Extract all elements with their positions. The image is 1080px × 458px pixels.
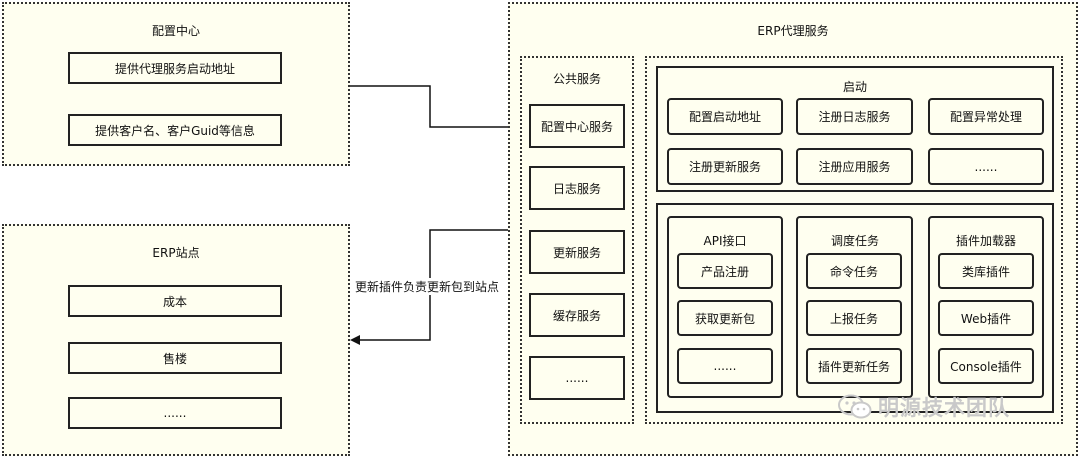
- watermark-text: 明源技术团队: [878, 396, 1010, 420]
- erp-site-item-cost: 成本: [68, 285, 282, 317]
- api-item-product-register: 产品注册: [677, 253, 773, 289]
- wechat-icon: [838, 394, 872, 419]
- public-services-title: 公共服务: [552, 72, 602, 86]
- public-service-config-center: 配置中心服务: [529, 104, 625, 148]
- watermark: 明源技术团队: [838, 392, 1010, 422]
- public-service-log: 日志服务: [529, 166, 625, 210]
- startup-item-exception-handling: 配置异常处理: [928, 98, 1044, 135]
- startup-item-register-app: 注册应用服务: [796, 148, 913, 185]
- startup-item-register-update: 注册更新服务: [667, 148, 783, 185]
- startup-item-more: ......: [928, 148, 1044, 185]
- api-item-get-update-package: 获取更新包: [677, 300, 773, 336]
- erp-site-item-sales: 售楼: [68, 342, 282, 374]
- public-service-cache: 缓存服务: [529, 293, 625, 337]
- plugin-item-web: Web插件: [938, 300, 1034, 336]
- config-center-item-customer-info: 提供客户名、客户Guid等信息: [68, 114, 282, 146]
- erp-site-item-more: ......: [68, 397, 282, 429]
- config-center-item-startup-address: 提供代理服务启动地址: [68, 52, 282, 84]
- api-title: API接口: [703, 234, 747, 248]
- plugin-item-library: 类库插件: [938, 253, 1034, 289]
- config-center-title: 配置中心: [151, 24, 201, 38]
- public-service-more: ......: [529, 356, 625, 400]
- startup-title: 启动: [842, 80, 868, 94]
- plugins-title: 插件加载器: [955, 234, 1017, 248]
- public-service-update: 更新服务: [529, 230, 625, 274]
- erp-site-title: ERP站点: [152, 246, 200, 260]
- schedule-item-command-task: 命令任务: [806, 253, 902, 289]
- schedule-item-report-task: 上报任务: [806, 300, 902, 336]
- schedule-title: 调度任务: [830, 234, 880, 248]
- erp-proxy-title: ERP代理服务: [757, 24, 829, 38]
- arrow-config-to-public: [350, 85, 528, 132]
- api-item-more: ......: [677, 348, 773, 384]
- schedule-item-plugin-update-task: 插件更新任务: [806, 348, 902, 384]
- startup-item-config-address: 配置启动地址: [667, 98, 783, 135]
- plugin-item-console: Console插件: [938, 348, 1034, 384]
- startup-item-register-log: 注册日志服务: [796, 98, 913, 135]
- edge-label-update-plugin: 更新插件负责更新包到站点: [354, 278, 501, 295]
